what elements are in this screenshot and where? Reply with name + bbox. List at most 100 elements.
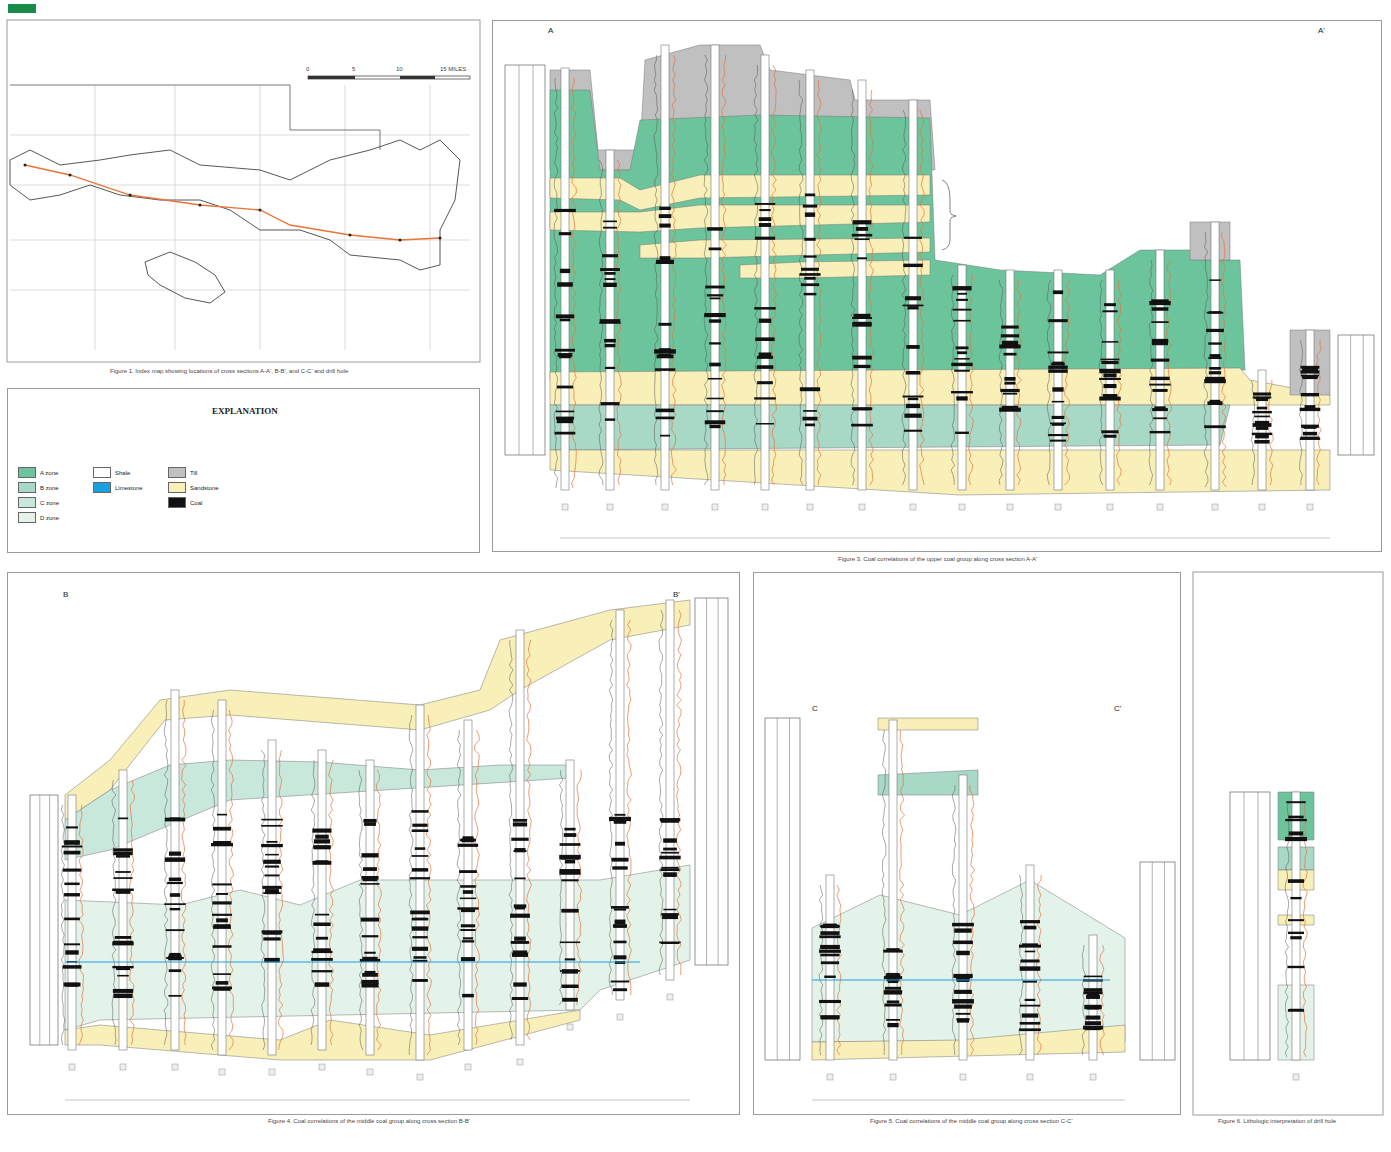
coal-bed: [312, 970, 333, 972]
coal-bed: [801, 268, 819, 271]
coal-bed: [1104, 435, 1117, 438]
coal-bed: [708, 378, 722, 380]
well-tag: [367, 1069, 373, 1075]
coal-bed: [462, 838, 475, 842]
coal-bed: [707, 294, 724, 296]
coal-bed: [261, 844, 283, 847]
stratigraphic-column: [1350, 335, 1351, 455]
stratigraphic-column: [1338, 335, 1374, 455]
coal-bed: [412, 926, 429, 930]
coal-bed: [854, 365, 871, 368]
coal-bed: [1153, 417, 1167, 419]
coal-bed: [615, 920, 626, 924]
scale-bar: [308, 76, 470, 79]
coal-bed: [315, 914, 329, 916]
limestone-marker: [812, 979, 1110, 980]
well-column: [959, 775, 967, 1060]
coal-bed: [565, 958, 575, 960]
coal-bed: [564, 828, 575, 831]
coal-bed: [957, 293, 967, 295]
resistivity-log: [1037, 875, 1042, 1055]
stratigraphic-column: [533, 65, 534, 455]
coal-bed: [1052, 401, 1064, 403]
legend-text: Sandstone: [190, 485, 219, 491]
coal-bed: [460, 898, 476, 900]
coal-bed: [263, 892, 281, 894]
coal-bed: [819, 935, 840, 938]
coal-bed: [1083, 1026, 1103, 1030]
coal-bed: [556, 314, 574, 318]
coal-bed: [363, 819, 376, 823]
resistivity-log: [1222, 232, 1227, 487]
scale-bar: [400, 76, 435, 79]
coal-bed: [1152, 339, 1168, 343]
well-column: [666, 600, 674, 980]
coal-bed: [823, 924, 837, 927]
township-line: [345, 85, 346, 350]
coal-bed: [165, 818, 185, 822]
coal-bed: [113, 941, 133, 945]
well-tag: [890, 1074, 896, 1080]
coal-bed: [561, 909, 578, 913]
limestone-marker: [65, 961, 640, 962]
coal-bed: [1024, 926, 1035, 928]
coal-bed: [463, 890, 473, 894]
legend-text: C zone: [40, 500, 59, 506]
coal-bed: [1002, 406, 1018, 410]
coal-bed: [1303, 432, 1317, 436]
well-column: [218, 700, 226, 1055]
coal-bed: [657, 355, 674, 359]
legend-entry: Sandstone: [168, 482, 219, 493]
township-line: [10, 185, 470, 186]
gamma-log: [1251, 380, 1255, 485]
well-tag: [465, 1064, 471, 1070]
coal-bed: [820, 1015, 839, 1019]
well-tag: [1307, 504, 1313, 510]
coal-bed: [554, 209, 576, 212]
coal-bed: [611, 981, 630, 983]
township-line: [10, 290, 470, 291]
coal-bed: [462, 940, 474, 942]
coal-bed: [112, 941, 133, 945]
stratigraphic-column: [30, 795, 58, 1045]
well-tag: [762, 504, 768, 510]
section-end-label: C: [812, 705, 818, 714]
coal-bed: [512, 997, 528, 1000]
coal-bed: [605, 367, 615, 369]
coal-bed: [1022, 943, 1038, 945]
coal-bed: [905, 296, 921, 300]
gamma-log: [359, 770, 363, 1050]
coal-bed: [903, 264, 923, 267]
well-column: [826, 875, 834, 1060]
coal-bed: [565, 860, 575, 863]
coal-bed: [313, 861, 332, 865]
coal-bed: [64, 883, 79, 886]
coal-bed: [459, 870, 477, 873]
coal-bed: [759, 209, 770, 211]
coal-bed: [360, 883, 379, 885]
well-column: [1156, 250, 1164, 490]
resistivity-log: [329, 760, 334, 1045]
coal-bed: [754, 397, 776, 399]
coal-bed: [953, 320, 970, 322]
coal-bed: [1204, 425, 1226, 428]
well-column: [889, 720, 897, 1060]
coal-bed: [1048, 319, 1067, 322]
coal-bed: [1104, 384, 1117, 388]
well-tag: [1090, 1074, 1096, 1080]
coal-bed: [656, 260, 674, 264]
coal-bed: [1204, 379, 1225, 383]
coal-bed: [821, 1017, 840, 1019]
coal-bed: [1151, 299, 1168, 302]
resistivity-log: [1167, 260, 1172, 485]
coal-bed: [413, 956, 426, 959]
coal-bed: [803, 417, 818, 421]
coal-bed: [706, 398, 723, 400]
coal-bed: [957, 1019, 969, 1022]
coal-bed: [804, 238, 815, 241]
resistivity-log: [279, 750, 284, 1050]
coal-bed: [1303, 376, 1317, 379]
coal-bed: [706, 410, 723, 412]
coal-bed: [1048, 434, 1068, 436]
coal-bed: [800, 387, 820, 391]
